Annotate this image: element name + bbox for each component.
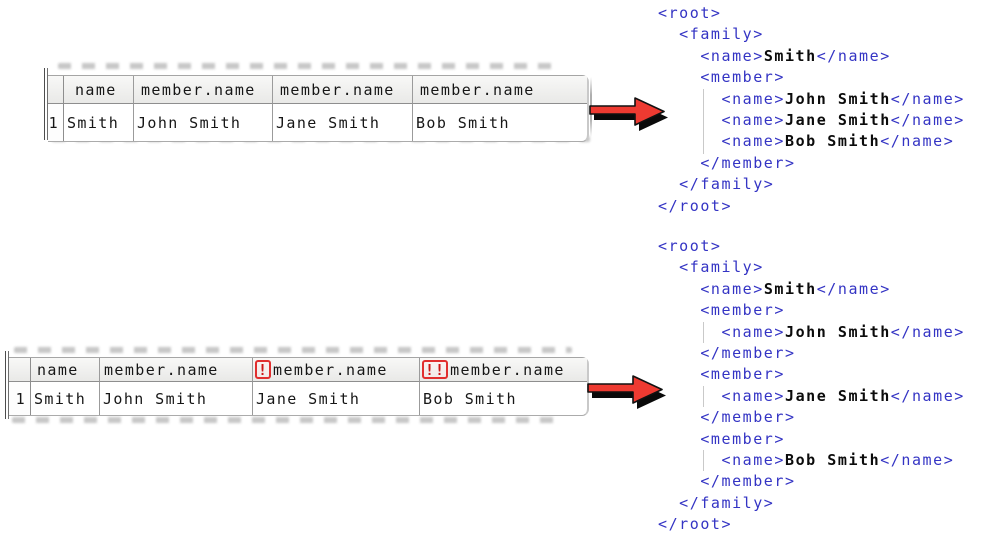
header-label: name xyxy=(37,360,79,379)
data-cell: Smith xyxy=(31,382,100,415)
data-cell: Bob Smith xyxy=(420,382,587,415)
data-cell: Bob Smith xyxy=(413,104,587,141)
header-cell-name: name xyxy=(64,76,134,104)
header-cell-member-name-2: member.name xyxy=(273,76,413,104)
cell-value: John Smith xyxy=(103,389,208,408)
header-cell-member-name-3: !!member.name xyxy=(420,358,587,382)
transform-arrow-icon xyxy=(587,375,666,409)
attribute-table-split: name member.name !member.name !!member.n… xyxy=(9,357,589,416)
cell-value: Bob Smith xyxy=(423,389,517,408)
warning-badge-icon: ! xyxy=(255,360,272,379)
data-cell: Smith xyxy=(64,104,134,141)
header-cell-member-name-1: member.name xyxy=(134,76,273,104)
cell-value: Jane Smith xyxy=(276,113,381,132)
header-label: member.name xyxy=(450,360,565,379)
header-label: member.name xyxy=(104,360,219,379)
header-cell-member-name-3: member.name xyxy=(413,76,587,104)
xml-output-split-members: <root> <family> <name>Smith</name> <memb… xyxy=(658,237,965,534)
cell-value: Smith xyxy=(67,113,120,132)
header-cell-member-name-2: !member.name xyxy=(253,358,420,382)
row-number-header-cell xyxy=(48,76,64,104)
cropped-row-artifact xyxy=(14,347,572,353)
xml-output-merged-members: <root> <family> <name>Smith</name> <memb… xyxy=(658,4,965,215)
cell-value: Jane Smith xyxy=(256,389,361,408)
cropped-row-artifact xyxy=(58,63,556,69)
indent-guide xyxy=(703,322,704,343)
indent-guide xyxy=(703,386,704,407)
row-number: 1 xyxy=(48,113,59,132)
cell-value: John Smith xyxy=(137,113,242,132)
table-left-edge xyxy=(5,351,10,419)
data-cell: John Smith xyxy=(100,382,253,415)
row-number: 1 xyxy=(15,389,26,408)
data-cell: Jane Smith xyxy=(253,382,420,415)
header-cell-name: name xyxy=(31,358,100,382)
transform-arrow-icon xyxy=(589,97,668,131)
data-cell: Jane Smith xyxy=(273,104,413,141)
header-cell-member-name-1: member.name xyxy=(100,358,253,382)
cell-value: Bob Smith xyxy=(416,113,510,132)
cell-value: Smith xyxy=(34,389,87,408)
attribute-table-merged: name member.name member.name member.name… xyxy=(48,75,589,142)
cropped-row-artifact xyxy=(12,417,557,423)
row-number-header-cell xyxy=(9,358,31,382)
header-label: member.name xyxy=(273,360,388,379)
row-number-cell: 1 xyxy=(48,104,64,141)
header-label: member.name xyxy=(280,80,395,99)
indent-guide xyxy=(703,89,704,154)
row-number-cell: 1 xyxy=(9,382,31,415)
table-left-edge xyxy=(44,68,49,140)
data-cell: John Smith xyxy=(134,104,273,141)
header-label: member.name xyxy=(420,80,535,99)
indent-guide xyxy=(703,450,704,471)
header-label: name xyxy=(75,80,117,99)
warning-badge-icon: !! xyxy=(422,360,449,379)
header-label: member.name xyxy=(141,80,256,99)
